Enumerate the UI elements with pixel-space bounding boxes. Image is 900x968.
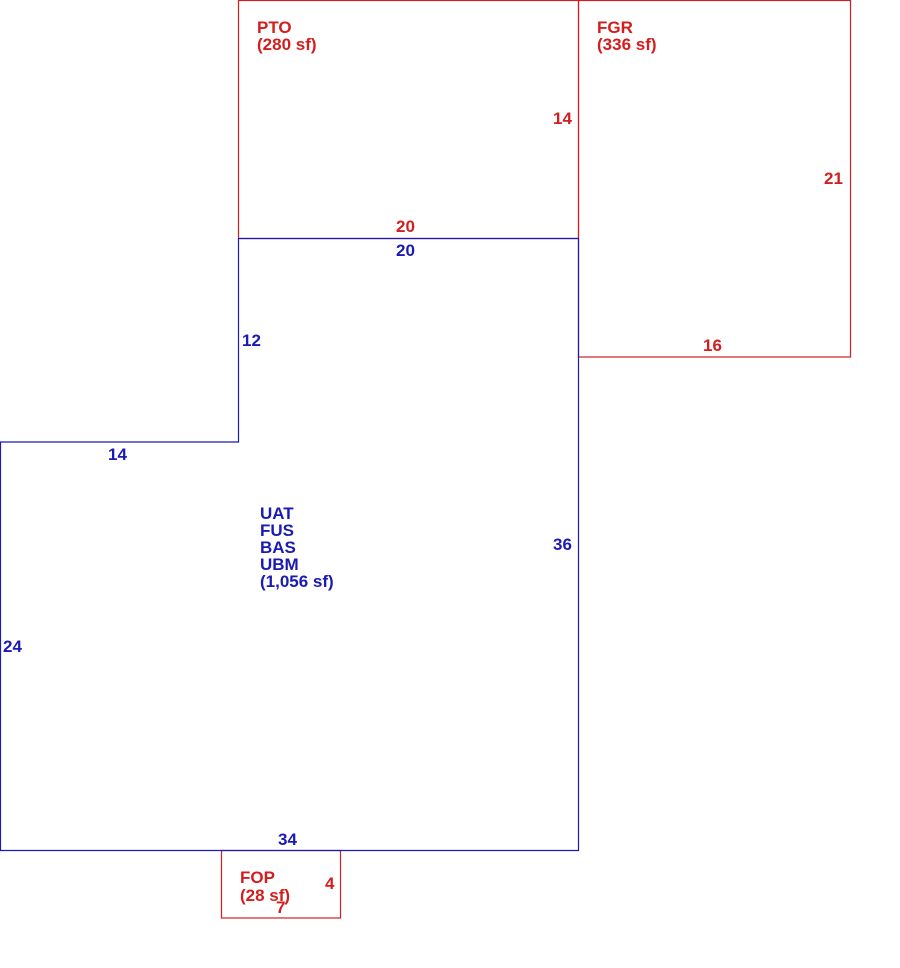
main-code-label-3: BAS — [260, 538, 296, 557]
fgr-side-dimension: 21 — [824, 169, 843, 188]
main-bottom-dimension: 34 — [278, 830, 297, 849]
main-top-dimension: 20 — [396, 241, 415, 260]
fgr-section — [577, 0, 852, 358]
fop-area-label: (28 sf) — [240, 886, 290, 905]
pto-area-label: (280 sf) — [257, 35, 317, 54]
pto-code-label: PTO — [257, 18, 292, 37]
main-step-horizontal-dimension: 14 — [108, 445, 127, 464]
fop-bottom-dimension: 7 — [276, 898, 285, 917]
pto-bottom-dimension: 20 — [396, 217, 415, 236]
main-step-vertical-dimension: 12 — [242, 331, 261, 350]
fgr-bottom-dimension: 16 — [703, 336, 722, 355]
fgr-area-label: (336 sf) — [597, 35, 657, 54]
fop-side-dimension: 4 — [325, 874, 335, 893]
fgr-outline — [577, 0, 852, 358]
main-right-dimension: 36 — [553, 535, 572, 554]
main-area-label: (1,056 sf) — [260, 572, 334, 591]
main-structure-outline — [0, 237, 580, 852]
fop-code-label: FOP — [240, 868, 275, 887]
main-code-label-2: FUS — [260, 521, 294, 540]
main-code-label-1: UAT — [260, 504, 294, 523]
main-left-dimension: 24 — [3, 637, 22, 656]
main-code-label-4: UBM — [260, 555, 299, 574]
pto-side-dimension: 14 — [553, 109, 572, 128]
fgr-code-label: FGR — [597, 18, 633, 37]
